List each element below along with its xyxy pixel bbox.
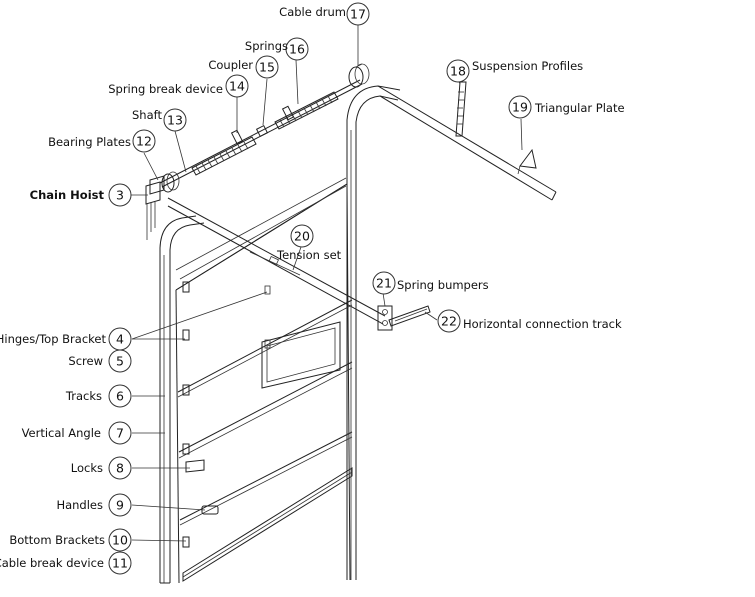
callout-number-22: 22 [441,314,457,329]
label-shaft: Shaft [132,108,162,122]
callout-number-12: 12 [136,134,152,149]
label-cable-break-device: Cable break device [0,556,104,570]
callout-circle-18 [446,59,470,83]
callout-circle-6 [108,384,132,408]
callout-circle-10 [108,528,132,552]
door-panel [175,177,353,584]
connection-track [388,305,431,327]
chain-hoist [145,175,165,240]
callout-number-13: 13 [167,113,183,128]
right-spring [274,91,339,130]
label-screw: Screw [68,354,103,368]
callout-circle-7 [108,421,132,445]
label-bearing-plates: Bearing Plates [48,135,131,149]
label-suspension-profiles: Suspension Profiles [472,59,583,73]
callout-number-18: 18 [450,64,466,79]
callout-number-3: 3 [116,188,124,203]
callout-number-20: 20 [294,229,310,244]
callout-numbers: 3 4 5 6 7 8 9 10 11 12 13 14 15 16 17 18… [112,7,528,571]
callout-number-4: 4 [116,332,124,347]
callout-circle-16 [285,37,309,61]
callout-circle-11 [108,551,132,575]
left-spring [191,136,257,176]
horizontal-track-right [377,85,557,201]
callout-circle-9 [108,493,132,517]
shaft-assembly [159,63,370,193]
callout-circle-20 [290,224,314,248]
cable-drum-right [348,63,370,88]
callout-number-11: 11 [112,556,128,571]
label-coupler: Coupler [208,58,253,72]
callout-number-17: 17 [350,7,366,22]
callout-circle-3 [108,183,132,207]
triangular-plate [517,148,537,175]
callout-circle-21 [372,271,396,295]
callout-circle-17 [346,2,370,26]
suspension-profile [455,81,467,137]
callout-circle-12 [132,129,156,153]
callout-number-7: 7 [116,426,124,441]
callout-number-15: 15 [259,60,275,75]
callout-circle-15 [255,55,279,79]
label-spring-bumpers: Spring bumpers [397,278,489,292]
leader-lines [131,25,523,542]
left-vertical-track [159,215,205,584]
callout-circle-19 [508,95,532,119]
label-horizontal-connection-track: Horizontal connection track [463,317,622,331]
label-cable-drum: Cable drum [279,5,346,19]
label-vertical-angle: Vertical Angle [22,426,101,440]
callout-circle-14 [225,74,249,98]
callout-number-5: 5 [116,354,124,369]
callouts: 3 4 5 6 7 8 9 10 11 12 13 14 15 16 17 18… [0,2,625,575]
label-spring-break-device: Spring break device [108,82,223,96]
callout-number-6: 6 [116,389,124,404]
callout-number-16: 16 [289,42,305,57]
label-triangular-plate: Triangular Plate [534,101,625,115]
label-chain-hoist: Chain Hoist [30,188,105,202]
label-handles: Handles [56,498,103,512]
label-tension-set: Tension set [276,248,342,262]
callout-number-9: 9 [116,498,124,513]
horizontal-track-left [167,197,393,331]
right-vertical-track [346,85,401,580]
callout-number-19: 19 [512,100,528,115]
callout-circle-13 [163,108,187,132]
callout-number-8: 8 [116,461,124,476]
callout-number-10: 10 [112,533,128,548]
label-bottom-brackets: Bottom Brackets [9,533,105,547]
tension-set [249,251,301,276]
callout-number-21: 21 [376,276,392,291]
label-tracks: Tracks [65,389,102,403]
cable-drum-left [161,171,180,193]
callout-labels: Chain Hoist Hinges/Top Bracket Screw Tra… [0,5,625,570]
label-locks: Locks [71,461,103,475]
label-hinges-top-bracket: Hinges/Top Bracket [0,332,106,346]
callout-circles [108,2,532,575]
callout-circle-22 [437,309,461,333]
callout-circle-5 [108,349,132,373]
callout-circle-8 [108,456,132,480]
label-springs: Springs [245,39,288,53]
callout-number-14: 14 [229,79,245,94]
